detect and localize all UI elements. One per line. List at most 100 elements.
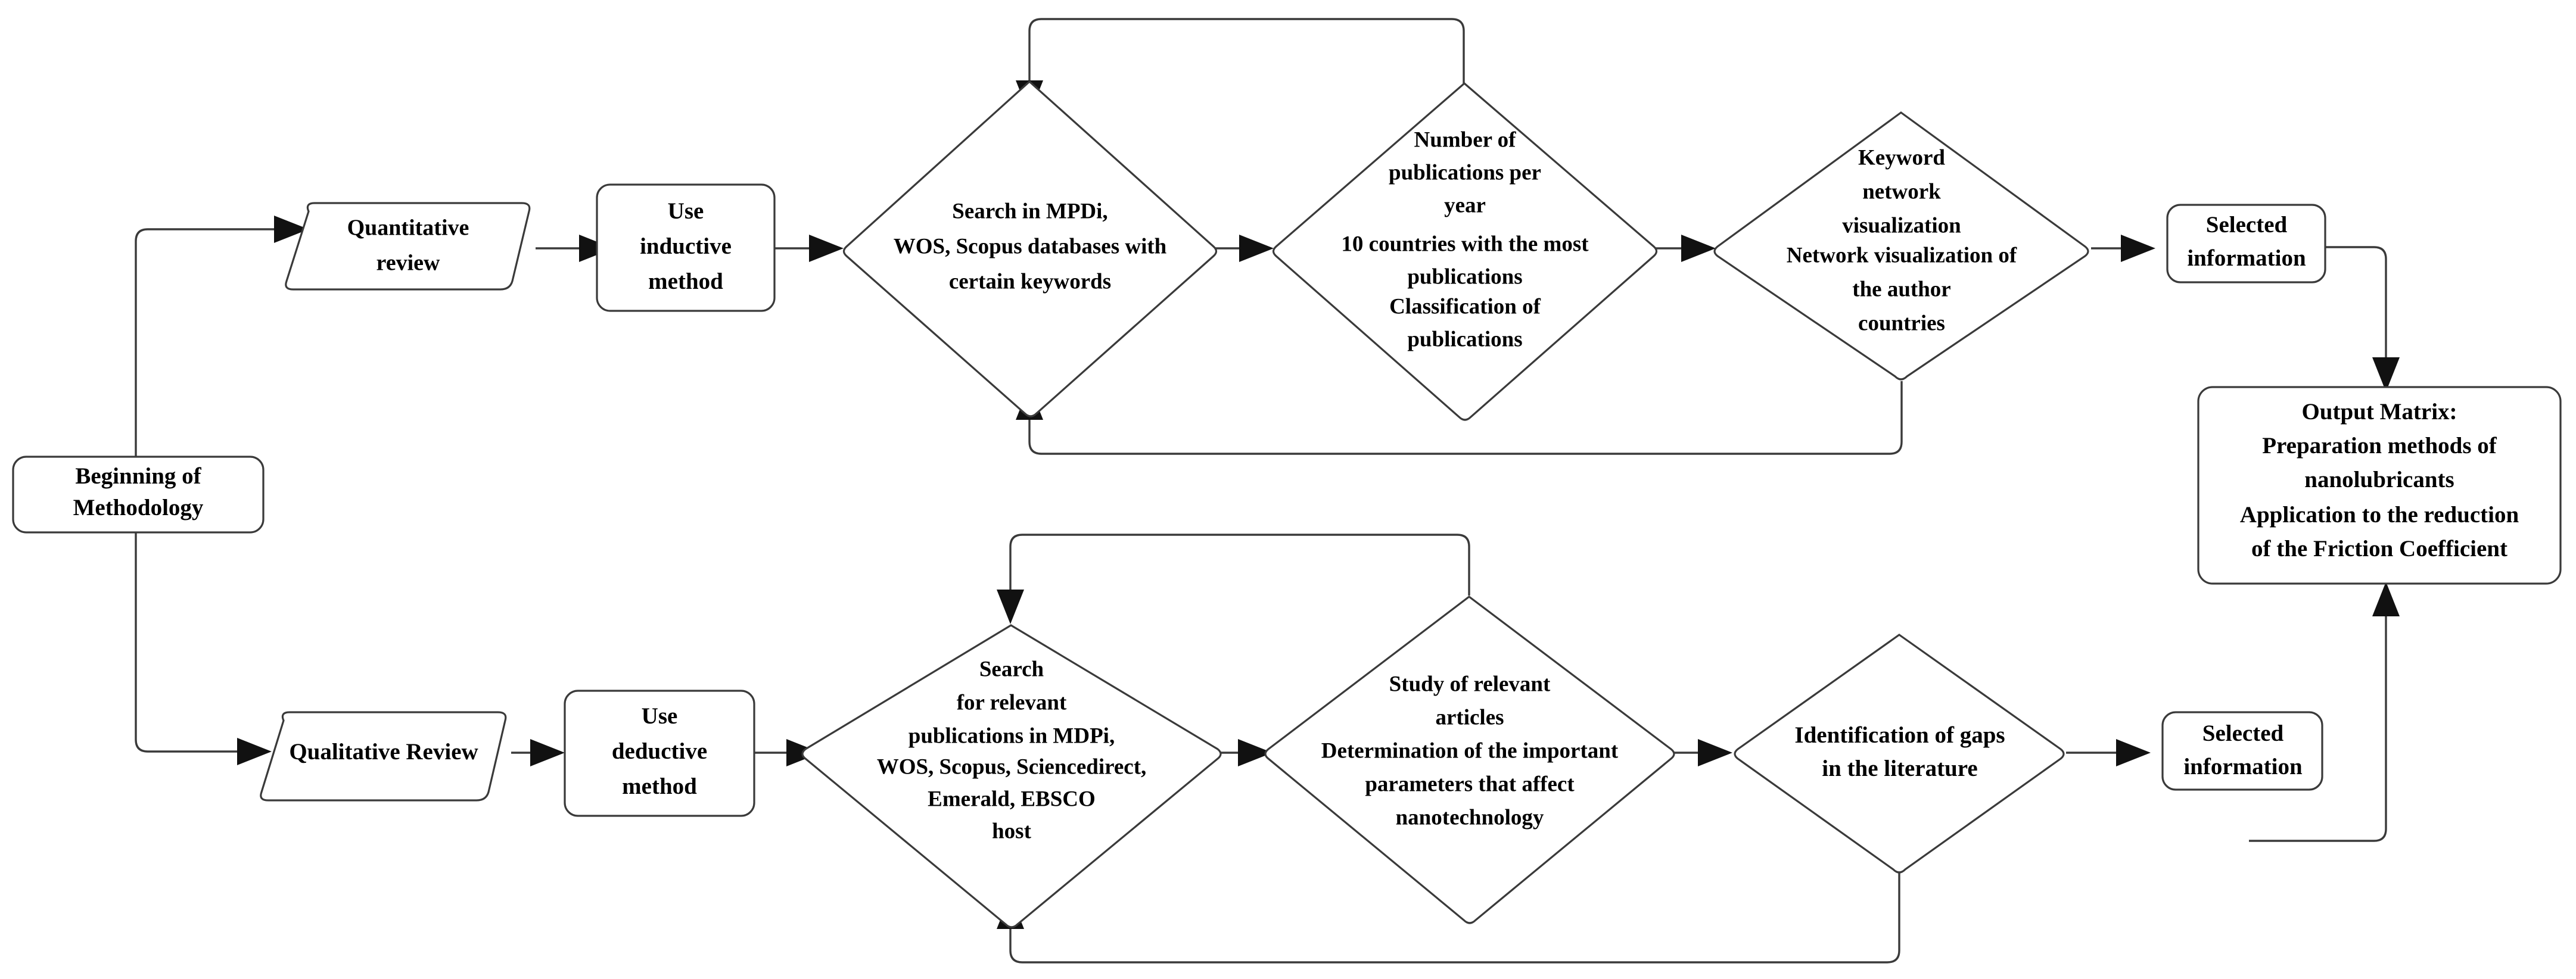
arrowhead-inductive-to-search-quant (809, 235, 844, 262)
edge-start-to-qualitative (135, 494, 237, 753)
quantitative-review-line-0: Quantitative (347, 216, 469, 241)
search-databases-qual-line-0: Search (979, 657, 1044, 681)
publication-stats-line-6: publications (1407, 327, 1522, 351)
beginning-of-methodology-shape (12, 456, 265, 534)
search-databases-qual-line-4: Emerald, EBSCO (928, 787, 1096, 811)
edge-selected-top-to-output-matrix (2249, 246, 2387, 357)
publication-stats-line-3: 10 countries with the most (1341, 232, 1589, 256)
output-matrix-shape (2197, 386, 2562, 585)
selected-information-bottom-line-1: information (2183, 754, 2303, 780)
arrowhead-start-to-quantitative (274, 216, 309, 243)
publication-stats-line-0: Number of (1414, 127, 1517, 152)
beginning-of-methodology-line-0: Beginning of (75, 463, 201, 489)
study-relevant-articles-line-4: nanotechnology (1396, 805, 1544, 830)
publication-stats-shape (1272, 82, 1658, 421)
edge-start-to-quantitative (135, 228, 274, 494)
node-identification-of-gaps[interactable]: Identification of gaps in the literature (1734, 634, 2065, 874)
node-keyword-network[interactable]: Keyword network visualization Network vi… (1713, 111, 2089, 381)
use-deductive-method-line-2: method (622, 774, 697, 799)
qualitative-review-line-0: Qualitative Review (289, 739, 478, 765)
arrowhead-qualitative-to-deductive (530, 739, 565, 766)
arrowhead-gaps-to-selected-bottom (2116, 739, 2151, 766)
arrowhead-feedback-top-qual (997, 590, 1024, 624)
edge-selected-bottom-to-output-matrix (2249, 616, 2387, 842)
publication-stats-line-2: year (1444, 193, 1486, 217)
study-relevant-articles-shape (1264, 595, 1675, 924)
use-inductive-method-line-0: Use (668, 198, 704, 224)
node-use-inductive-method[interactable]: Use inductive method (596, 183, 776, 312)
node-output-matrix[interactable]: Output Matrix: Preparation methods of na… (2197, 386, 2562, 585)
output-matrix-line-2: nanolubricants (2304, 467, 2454, 492)
arrowhead-start-to-qualitative (237, 738, 272, 765)
search-databases-quant-shape (842, 80, 1218, 417)
node-selected-information-top[interactable]: Selected information (2166, 204, 2326, 283)
use-deductive-method-line-0: Use (642, 703, 678, 729)
use-inductive-method-line-2: method (648, 269, 723, 294)
beginning-of-methodology-line-1: Methodology (73, 495, 204, 520)
keyword-network-line-2: visualization (1842, 213, 1961, 238)
edge-feedback-bottom-quant (1028, 381, 1903, 455)
search-databases-quant-line-1: WOS, Scopus databases with (894, 234, 1167, 258)
node-study-relevant-articles[interactable]: Study of relevant articles Determination… (1264, 595, 1675, 924)
search-databases-quant-line-0: Search in MPDi, (952, 199, 1107, 223)
search-databases-qual-line-1: for relevant (957, 690, 1067, 715)
study-relevant-articles-line-3: parameters that affect (1365, 772, 1575, 796)
edge-feedback-bottom-qual (1009, 871, 1900, 964)
identification-of-gaps-shape (1734, 634, 2065, 874)
keyword-network-line-5: countries (1858, 311, 1945, 335)
selected-information-bottom-line-0: Selected (2202, 721, 2284, 746)
arrowhead-search-qual-to-study-articles (1238, 739, 1273, 766)
selected-information-top-line-0: Selected (2206, 212, 2288, 238)
keyword-network-line-3: Network visualization of (1787, 243, 2017, 267)
use-inductive-method-line-1: inductive (640, 233, 732, 259)
output-matrix-line-0: Output Matrix: (2301, 399, 2457, 425)
node-selected-information-bottom[interactable]: Selected information (2161, 711, 2323, 791)
arrowhead-selected-top-to-output-matrix (2372, 357, 2400, 392)
keyword-network-line-0: Keyword (1858, 145, 1945, 170)
selected-information-top-line-1: information (2187, 245, 2306, 271)
identification-of-gaps-line-0: Identification of gaps (1794, 722, 2005, 748)
keyword-network-shape (1713, 111, 2089, 381)
node-publication-stats[interactable]: Number of publications per year 10 count… (1272, 82, 1658, 421)
quantitative-review-line-1: review (377, 251, 440, 276)
node-use-deductive-method[interactable]: Use deductive method (564, 690, 755, 817)
use-deductive-method-shape (564, 690, 755, 817)
output-matrix-line-4: of the Friction Coefficient (2251, 536, 2507, 562)
publication-stats-line-4: publications (1407, 264, 1522, 289)
quantitative-review-shape (285, 202, 531, 291)
use-inductive-method-shape (596, 183, 776, 312)
search-databases-qual-line-5: host (992, 819, 1031, 843)
search-databases-quant-line-2: certain keywords (949, 269, 1111, 294)
arrowhead-publication-stats-to-keyword-network (1681, 235, 1716, 262)
publication-stats-line-5: Classification of (1389, 294, 1541, 319)
study-relevant-articles-line-1: articles (1435, 705, 1504, 729)
study-relevant-articles-line-2: Determination of the important (1321, 738, 1619, 763)
keyword-network-line-1: network (1862, 179, 1941, 204)
edge-feedback-top-quant (1028, 18, 1465, 85)
selected-information-bottom-shape (2161, 711, 2323, 791)
arrowhead-selected-bottom-to-output-matrix (2372, 582, 2400, 616)
arrowhead-study-articles-to-gaps (1698, 739, 1732, 766)
edge-feedback-top-qual (1009, 534, 1470, 595)
use-deductive-method-line-1: deductive (612, 738, 707, 764)
search-databases-qual-line-2: publications in MDPi, (909, 724, 1115, 748)
node-search-databases-quant[interactable]: Search in MPDi, WOS, Scopus databases wi… (842, 80, 1218, 417)
node-qualitative-review[interactable]: Qualitative Review (260, 711, 507, 802)
study-relevant-articles-line-0: Study of relevant (1389, 672, 1551, 696)
keyword-network-line-4: the author (1852, 277, 1950, 301)
node-beginning-of-methodology[interactable]: Beginning of Methodology (12, 456, 265, 534)
selected-information-top-shape (2166, 204, 2326, 283)
search-databases-qual-shape (801, 624, 1222, 928)
node-quantitative-review[interactable]: Quantitative review (285, 202, 531, 291)
connectors-layer (135, 18, 2400, 964)
arrowhead-keyword-network-to-selected-top (2121, 235, 2155, 262)
shapes-layer: Beginning of Methodology Quantitative re… (12, 80, 2562, 928)
output-matrix-line-3: Application to the reduction (2240, 502, 2519, 528)
qualitative-review-shape (260, 711, 507, 802)
arrowhead-search-quant-to-publication-stats (1239, 235, 1274, 262)
identification-of-gaps-line-1: in the literature (1822, 756, 1977, 781)
node-search-databases-qual[interactable]: Search for relevant publications in MDPi… (801, 624, 1222, 928)
output-matrix-line-1: Preparation methods of (2262, 433, 2497, 459)
